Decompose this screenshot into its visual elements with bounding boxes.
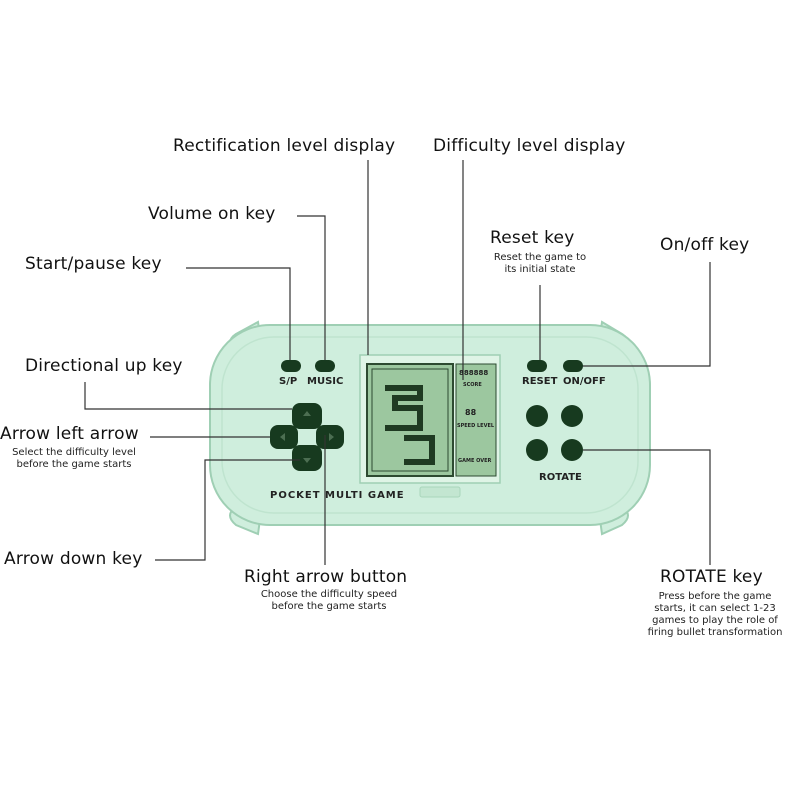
label-difficulty-level-display: Difficulty level display — [433, 136, 626, 156]
line-rotate — [583, 449, 711, 565]
action-button-2 — [561, 405, 583, 427]
device-sp-label: S/P — [279, 376, 298, 387]
line-volume — [297, 215, 326, 360]
label-rotate-key: ROTATE key — [660, 567, 763, 587]
label-rectification-level-display: Rectification level display — [173, 136, 396, 156]
label-on-off-key: On/off key — [660, 235, 750, 255]
sp-key — [281, 360, 301, 372]
screen-blocks-2 — [404, 435, 435, 465]
label-volume-on-key: Volume on key — [148, 204, 276, 224]
screen-inner-frame — [371, 368, 449, 472]
rotate-button — [561, 439, 583, 461]
line-start-pause — [186, 267, 291, 360]
music-key — [315, 360, 335, 372]
line-onoff — [583, 262, 711, 367]
line-directional-up — [84, 382, 292, 410]
device-reset-label: RESET — [522, 376, 558, 387]
label-start-pause-key: Start/pause key — [25, 254, 162, 274]
screen-playfield — [366, 363, 454, 477]
action-button-1 — [526, 405, 548, 427]
label-reset-key: Reset key — [490, 228, 575, 248]
action-button-3 — [526, 439, 548, 461]
device-slot — [419, 486, 461, 498]
screen-digits: 888888 — [459, 369, 489, 377]
device-inner-edge — [221, 336, 639, 514]
screen-speed-level: SPEED LEVEL — [457, 423, 495, 429]
screen-numbers: 88 — [465, 408, 477, 417]
leader-lines — [84, 160, 711, 565]
label-reset-desc: Reset the game to its initial state — [493, 252, 587, 275]
label-rotate-desc: Press before the game starts, it can sel… — [647, 591, 783, 638]
screen-score: SCORE — [463, 382, 482, 388]
screen-blocks-1 — [385, 385, 423, 431]
label-right-arrow-button: Right arrow button — [244, 567, 408, 587]
line-arrow-down — [155, 459, 300, 561]
device-rotate-label: ROTATE — [539, 472, 582, 483]
label-arrow-left-arrow: Arrow left arrow — [0, 424, 139, 444]
reset-button — [527, 360, 547, 372]
device-music-label: MUSIC — [307, 376, 344, 387]
label-directional-up-key: Directional up key — [25, 356, 183, 376]
label-arrow-down-key: Arrow down key — [4, 549, 143, 569]
screen-game-over: GAME OVER — [458, 458, 492, 464]
label-right-arrow-desc: Choose the difficulty speed before the g… — [260, 589, 398, 612]
device-onoff-label: ON/OFF — [563, 376, 606, 387]
device-brand: POCKET MULTI GAME — [270, 490, 405, 501]
onoff-button — [563, 360, 583, 372]
label-arrow-left-desc: Select the difficulty level before the g… — [12, 447, 136, 470]
screen-side-panel — [455, 363, 497, 477]
